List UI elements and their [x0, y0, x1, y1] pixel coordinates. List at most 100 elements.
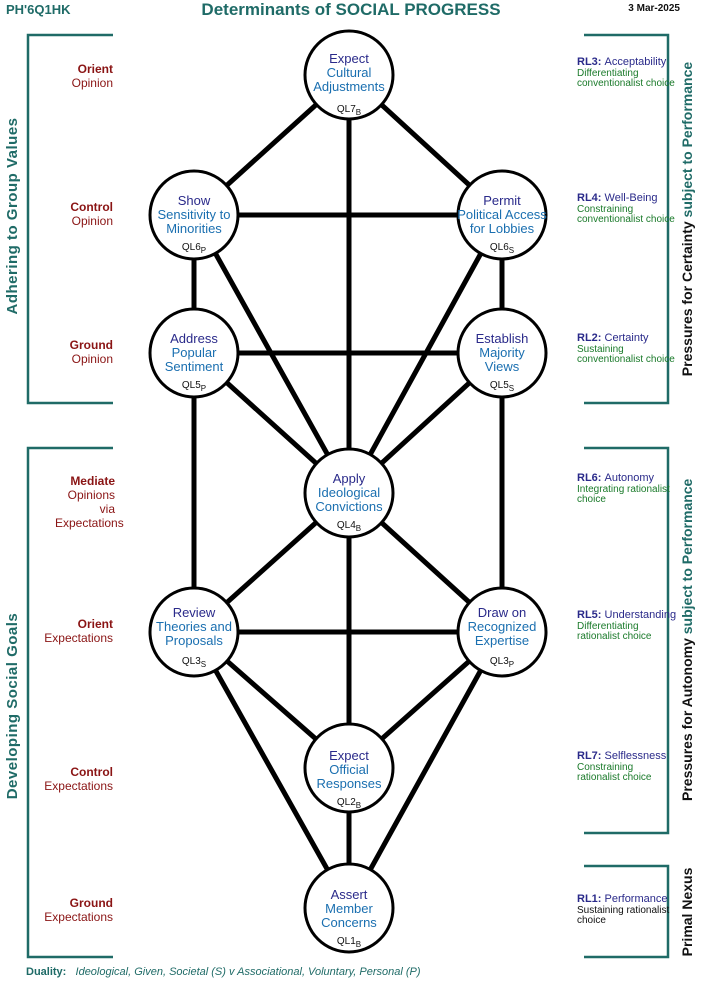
node-circle-ql5p — [148, 307, 240, 399]
node-line: Draw on — [477, 605, 527, 620]
level-ground-opinion: Ground Opinion — [20, 338, 113, 366]
node-circle-ql6s — [456, 169, 548, 261]
rl-heading: RL5: Understanding — [577, 609, 677, 622]
rl-name: Certainty — [604, 332, 649, 344]
level-control-expectations: Control Expectations — [20, 765, 113, 793]
level-verb: Orient — [77, 62, 113, 76]
level-control-opinion: Control Opinion — [20, 200, 113, 228]
rl-heading: RL6: Autonomy — [577, 472, 677, 485]
level-object: Opinion — [71, 352, 113, 366]
diagram-code: PH'6Q1HK — [6, 2, 71, 17]
level-verb: Ground — [69, 896, 113, 910]
rl-desc: Constraining conventionalist choice — [577, 204, 675, 225]
code-ql5s: QL5S — [472, 380, 532, 393]
rl6-block: RL6: Autonomy Integrating rationalist ch… — [577, 472, 677, 505]
code-sub: S — [508, 246, 515, 255]
node-line: Majority — [479, 345, 525, 360]
right-bracket-primal — [584, 864, 670, 959]
node-line: Member — [325, 901, 373, 916]
node-ql5s: Establish Majority Views — [452, 332, 552, 374]
code-ql3p: QL3P — [472, 656, 532, 669]
code-sub: S — [200, 660, 207, 669]
pressures-autonomy-label: Pressures for Autonomy subject to Perfor… — [679, 478, 697, 801]
node-line: Political Access — [457, 207, 547, 222]
rl-name: Autonomy — [604, 472, 655, 484]
right-bracket-certainty — [584, 33, 670, 405]
rl-desc: Differentiating conventionalist choice — [577, 68, 675, 89]
node-line: for Lobbies — [469, 221, 535, 236]
node-circle-ql6p — [148, 169, 240, 261]
node-line: Adjustments — [313, 79, 385, 94]
rl7-block: RL7: Selflessness Constraining rationali… — [577, 750, 677, 783]
rl-name: Performance — [604, 893, 668, 905]
node-circle-ql2 — [303, 722, 395, 814]
node-line: Ideological — [317, 485, 381, 500]
code-sub: B — [355, 524, 362, 533]
code-text: QL6 — [489, 242, 509, 253]
node-line: Minorities — [166, 221, 222, 236]
rl-name: Selflessness — [604, 750, 667, 762]
node-circle-ql3s — [148, 586, 240, 678]
node-ql3s: Review Theories and Proposals — [144, 606, 244, 648]
rl-heading: RL7: Selflessness — [577, 750, 677, 763]
node-line: Apply — [332, 471, 366, 486]
rl3-block: RL3: Acceptability Differentiating conve… — [577, 56, 677, 89]
code-ql6p: QL6P — [164, 242, 224, 255]
code-text: QL3 — [181, 656, 201, 667]
rl-code: RL5: — [577, 609, 602, 621]
code-text: QL7 — [336, 104, 356, 115]
code-sub: B — [355, 108, 362, 117]
right-bracket-autonomy — [584, 446, 670, 835]
level-object: Expectations — [44, 779, 113, 793]
node-ql7: Expect Cultural Adjustments — [299, 52, 399, 94]
rl2-block: RL2: Certainty Sustaining conventionalis… — [577, 332, 677, 365]
date-label: 3 Mar-2025 — [628, 3, 680, 14]
node-line: Sensitivity to — [157, 207, 231, 222]
node-ql6s: Permit Political Access for Lobbies — [448, 194, 556, 236]
level-ground-expectations: Ground Expectations — [20, 896, 113, 924]
code-text: QL5 — [181, 380, 201, 391]
node-line: Address — [170, 331, 218, 346]
node-line: Expect — [329, 51, 369, 66]
code-text: QL6 — [181, 242, 201, 253]
code-sub: S — [508, 384, 515, 393]
level-object: Expectations — [44, 631, 113, 645]
pressures-suffix: subject to Performance — [679, 61, 695, 222]
rl-desc: Sustaining rationalist choice — [577, 905, 670, 926]
pressures-keyword: Autonomy — [679, 638, 695, 708]
node-circle-ql5s — [456, 307, 548, 399]
node-ql2: Expect Official Responses — [299, 749, 399, 791]
level-verb: Ground — [69, 338, 113, 352]
rl1-block: RL1: Performance Sustaining rationalist … — [577, 893, 677, 926]
node-circle-ql1 — [303, 862, 395, 954]
code-ql1: QL1B — [319, 936, 379, 949]
duality-label: Duality: — [26, 966, 67, 978]
rl-heading: RL1: Performance — [577, 893, 677, 906]
level-mediate: Mediate Opinions via Expectations — [20, 474, 124, 530]
code-sub: P — [200, 246, 207, 255]
code-ql5p: QL5P — [164, 380, 224, 393]
node-line: Expect — [329, 748, 369, 763]
level-verb: Control — [70, 765, 113, 779]
pressures-prefix: Pressures for — [679, 282, 695, 377]
node-line: Popular — [171, 345, 217, 360]
duality-footer: Duality: Ideological, Given, Societal (S… — [26, 966, 421, 978]
rl4-block: RL4: Well-Being Constraining conventiona… — [577, 192, 677, 225]
node-ql5p: Address Popular Sentiment — [144, 332, 244, 374]
code-ql6s: QL6S — [472, 242, 532, 255]
code-ql7: QL7B — [319, 104, 379, 117]
node-line: Theories and — [156, 619, 232, 634]
pressures-suffix: subject to Performance — [679, 478, 695, 639]
level-orient-opinion: Orient Opinion — [20, 62, 113, 90]
node-ql4: Apply Ideological Convictions — [299, 472, 399, 514]
rl-name: Well-Being — [604, 192, 658, 204]
rl-code: RL6: — [577, 472, 602, 484]
rl-code: RL1: — [577, 893, 602, 905]
rl-desc: Sustaining conventionalist choice — [577, 344, 675, 365]
node-line: Views — [484, 359, 520, 374]
pressures-prefix: Pressures for — [679, 707, 695, 801]
rl-code: RL3: — [577, 56, 602, 68]
level-verb: Control — [70, 200, 113, 214]
node-line: Proposals — [165, 633, 223, 648]
node-line: Assert — [330, 887, 368, 902]
